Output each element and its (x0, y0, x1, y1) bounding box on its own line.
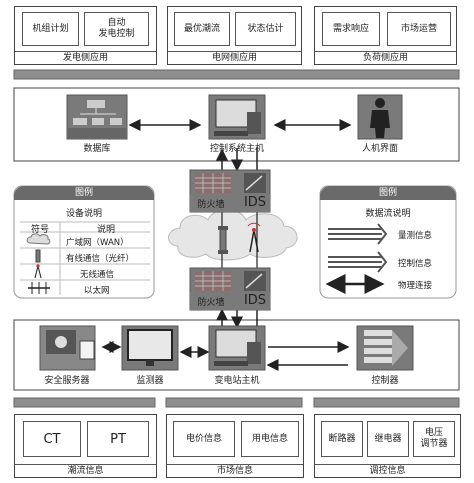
generation-apps-panel: 机组计划 自动 发电控制 发电侧应用 (14, 6, 157, 65)
label-control-host: 控制系统主机 (209, 144, 264, 154)
monitor-icon (121, 325, 179, 371)
flow-info-caption: 潮流信息 (15, 464, 156, 477)
legend-ethernet-icon (28, 282, 50, 294)
bottom-firewall-ids (189, 267, 271, 311)
legend-right-title: 图例 (320, 186, 456, 200)
item-voltage-regulator[interactable]: 电压 调节器 (413, 421, 455, 457)
label-database: 数据库 (83, 144, 111, 154)
app-optimal-flow[interactable]: 最优潮流 (174, 12, 230, 46)
legend-wan-cloud-icon (26, 233, 51, 245)
legend-row-control: 控制信息 (398, 259, 433, 269)
item-pt[interactable]: PT (87, 421, 149, 457)
label-ids-top: IDS (243, 195, 267, 210)
item-price-info[interactable]: 电价信息 (173, 421, 235, 457)
legend-right-subtitle: 数据流说明 (365, 209, 411, 219)
label-firewall-top: 防火墙 (197, 200, 225, 210)
fiber-link-icon (218, 226, 228, 254)
label-ids-bottom: IDS (243, 293, 267, 308)
legend-row-ethernet: 以太网 (84, 286, 110, 296)
label-firewall-bottom: 防火墙 (197, 298, 225, 308)
wireless-tower-icon (247, 222, 261, 253)
legend-left-title: 图例 (14, 186, 154, 200)
wan-cloud (168, 209, 298, 261)
legend-row-physical: 物理连接 (398, 281, 433, 291)
app-agc[interactable]: 自动 发电控制 (84, 12, 149, 46)
dispatch-info-caption: 调控信息 (315, 464, 460, 477)
legend-wireless-icon (34, 264, 42, 279)
right-legend-box (319, 185, 457, 299)
app-unit-plan[interactable]: 机组计划 (22, 12, 79, 46)
legend-row-measure: 量测信息 (398, 231, 433, 241)
top-bus-bar (13, 69, 460, 80)
load-apps-caption: 负荷侧应用 (315, 51, 456, 64)
legend-control-arrows (328, 251, 388, 273)
market-info-panel: 电价信息 用电信息 市场信息 (166, 414, 304, 478)
legend-measure-arrows (328, 223, 388, 245)
legend-row-wireless: 无线通信 (80, 270, 115, 280)
label-security-server: 安全服务器 (44, 376, 90, 386)
legend-row-fiber: 有线通信（光纤） (66, 254, 135, 264)
control-host-icon (208, 94, 266, 140)
legend-left-col-symbol: 符号 (30, 225, 49, 235)
bottom-bus-bar-right (313, 397, 460, 408)
flow-info-panel: CT PT 潮流信息 (14, 414, 157, 478)
app-demand-response[interactable]: 需求响应 (322, 12, 380, 46)
top-firewall-ids (189, 169, 271, 213)
app-market-ops[interactable]: 市场运营 (387, 12, 451, 46)
hmi-person-icon (357, 94, 403, 140)
dispatch-info-panel: 断路器 继电器 电压 调节器 调控信息 (314, 414, 461, 478)
item-relay[interactable]: 继电器 (367, 421, 409, 457)
item-ct[interactable]: CT (23, 421, 81, 457)
legend-fiber-icon (35, 249, 41, 263)
label-hmi: 人机界面 (361, 144, 398, 154)
label-substation-host: 变电站主机 (214, 376, 260, 386)
label-monitor: 监测器 (136, 376, 164, 386)
load-apps-panel: 需求响应 市场运营 负荷侧应用 (314, 6, 457, 65)
database-icon (66, 94, 128, 140)
grid-apps-caption: 电网侧应用 (168, 51, 301, 64)
market-info-caption: 市场信息 (167, 464, 303, 477)
bottom-bus-bar-left (13, 397, 156, 408)
legend-left-subtitle: 设备说明 (65, 209, 102, 219)
label-controller: 控制器 (371, 376, 399, 386)
app-state-estimation[interactable]: 状态估计 (235, 12, 296, 46)
substation-host-icon (208, 325, 266, 371)
legend-row-wan: 广域网（WAN） (66, 238, 129, 248)
security-server-icon (39, 325, 96, 371)
generation-apps-caption: 发电侧应用 (15, 51, 156, 64)
bottom-bus-bar-mid (165, 397, 303, 408)
item-usage-info[interactable]: 用电信息 (241, 421, 299, 457)
legend-left-col-desc: 说明 (96, 225, 115, 235)
controller-icon (356, 325, 414, 371)
item-breaker[interactable]: 断路器 (321, 421, 363, 457)
grid-apps-panel: 最优潮流 状态估计 电网侧应用 (167, 6, 302, 65)
